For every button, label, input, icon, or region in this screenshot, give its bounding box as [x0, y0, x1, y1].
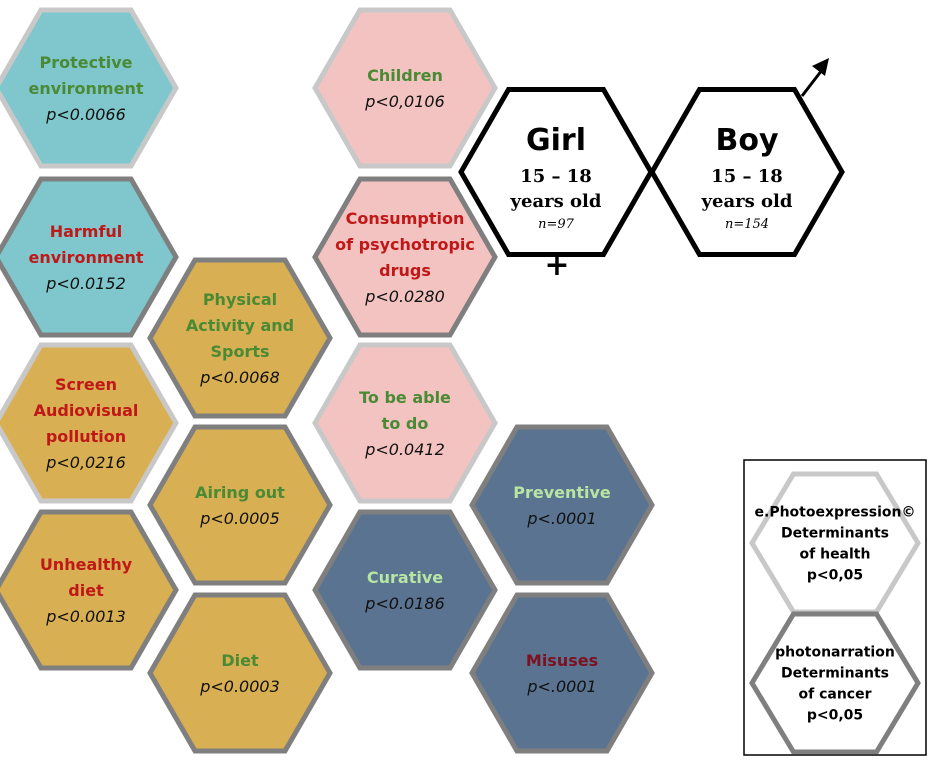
boy-hexagon-shape: [649, 87, 845, 257]
legend-cancer-text: photonarration: [775, 645, 895, 661]
hex-psychotropic-label-line: Consumption: [346, 209, 465, 228]
hex-diet: Diet p<0.0003: [147, 592, 333, 754]
hex-harmful-shape: [0, 176, 179, 338]
hex-protective-shape: [0, 7, 179, 169]
hex-unhealthy-shape: [0, 509, 179, 671]
hex-preventive-shape: [469, 424, 655, 586]
hex-harmful-label-line: Harmful: [50, 222, 123, 241]
hex-airing: Airing out p<0.0005: [147, 424, 333, 586]
hex-protective-label-line: Protective: [39, 53, 132, 72]
hex-unhealthy-label-line: Unhealthy: [40, 555, 133, 574]
hex-diet-shape: [147, 592, 333, 754]
hex-preventive-label-line: Preventive: [513, 483, 611, 502]
hex-harmful-pvalue: p<0.0152: [45, 274, 126, 293]
hex-curative-pvalue: p<0.0186: [364, 594, 445, 613]
hex-preventive-pvalue: p<.0001: [526, 509, 596, 528]
hex-able-label-line: to do: [382, 414, 429, 433]
hex-screen-pvalue: p<0,0216: [45, 453, 126, 472]
hex-airing-label-line: Airing out: [195, 483, 285, 502]
hex-diet-label-line: Diet: [221, 651, 259, 670]
hex-children-shape: [312, 7, 498, 169]
hex-misuses-shape: [469, 592, 655, 754]
hex-physical-label-line: Sports: [210, 342, 269, 361]
boy-hexagon: Boy 15 – 18 years old n=154: [649, 87, 845, 257]
hex-misuses-label-line: Misuses: [526, 651, 598, 670]
hex-protective: Protective environment p<0.0066: [0, 7, 179, 169]
hex-screen-label-line: pollution: [46, 427, 126, 446]
legend-cancer-hex: [749, 611, 921, 755]
hex-able: To be able to do p<0.0412: [312, 342, 498, 504]
hex-children: Children p<0,0106: [312, 7, 498, 169]
legend-health-text: p<0,05: [807, 568, 863, 584]
hex-psychotropic-label-line: drugs: [379, 261, 431, 280]
legend-health-text: of health: [800, 547, 871, 563]
hex-able-shape: [312, 342, 498, 504]
hex-misuses: Misuses p<.0001: [469, 592, 655, 754]
hex-screen-shape: [0, 342, 179, 504]
hex-psychotropic-label-line: of psychotropic: [335, 235, 475, 254]
hex-screen-label-line: Screen: [55, 375, 117, 394]
legend-cancer-text: Determinants: [781, 666, 889, 682]
girl-age-unit: years old: [510, 191, 602, 212]
girl-n: n=97: [538, 217, 575, 232]
hex-protective-label-line: environment: [29, 79, 144, 98]
hex-preventive: Preventive p<.0001: [469, 424, 655, 586]
boy-n: n=154: [725, 217, 769, 232]
hex-unhealthy: Unhealthy diet p<0.0013: [0, 509, 179, 671]
hex-curative-shape: [312, 509, 498, 671]
legend-cancer-text: p<0,05: [807, 708, 863, 724]
hex-physical-shape: [147, 257, 333, 419]
legend-health-text: e.Photoexpression©: [755, 505, 916, 521]
hex-curative-label-line: Curative: [367, 568, 443, 587]
hex-children-pvalue: p<0,0106: [364, 92, 445, 111]
hex-psychotropic-pvalue: p<0.0280: [364, 287, 445, 306]
girl-age-range: 15 – 18: [520, 166, 592, 187]
legend-health-text: Determinants: [781, 526, 889, 542]
hex-unhealthy-label-line: diet: [68, 581, 104, 600]
hex-unhealthy-pvalue: p<0.0013: [45, 607, 126, 626]
hex-physical-label-line: Activity and: [186, 316, 294, 335]
legend-cancer-text: of cancer: [799, 687, 872, 703]
hex-physical-label-line: Physical: [203, 290, 277, 309]
hex-harmful: Harmful environment p<0.0152: [0, 176, 179, 338]
hex-screen-label-line: Audiovisual: [34, 401, 139, 420]
hex-psychotropic-shape: [312, 176, 498, 338]
hex-diet-pvalue: p<0.0003: [199, 677, 280, 696]
boy-age-range: 15 – 18: [711, 166, 783, 187]
boy-age-unit: years old: [701, 191, 793, 212]
hex-airing-pvalue: p<0.0005: [199, 509, 280, 528]
hex-physical-pvalue: p<0.0068: [199, 368, 280, 387]
hex-misuses-pvalue: p<.0001: [526, 677, 596, 696]
female-symbol-icon: +: [544, 248, 569, 283]
hex-able-label-line: To be able: [359, 388, 451, 407]
hex-protective-pvalue: p<0.0066: [45, 105, 126, 124]
hex-harmful-label-line: environment: [29, 248, 144, 267]
hex-able-pvalue: p<0.0412: [364, 440, 445, 459]
male-arrow-icon: [800, 58, 829, 97]
girl-hexagon: Girl 15 – 18 years old n=97: [458, 87, 654, 257]
girl-title: Girl: [526, 123, 586, 158]
hex-curative: Curative p<0.0186: [312, 509, 498, 671]
legend-health-item: e.Photoexpression© Determinants of health p…: [749, 471, 921, 615]
boy-title: Boy: [715, 123, 778, 158]
hex-children-label-line: Children: [367, 66, 443, 85]
hex-airing-shape: [147, 424, 333, 586]
hex-psychotropic: Consumption of psychotropic drugs p<0.0280: [312, 176, 498, 338]
legend: e.Photoexpression© Determinants of health p…: [743, 459, 927, 756]
